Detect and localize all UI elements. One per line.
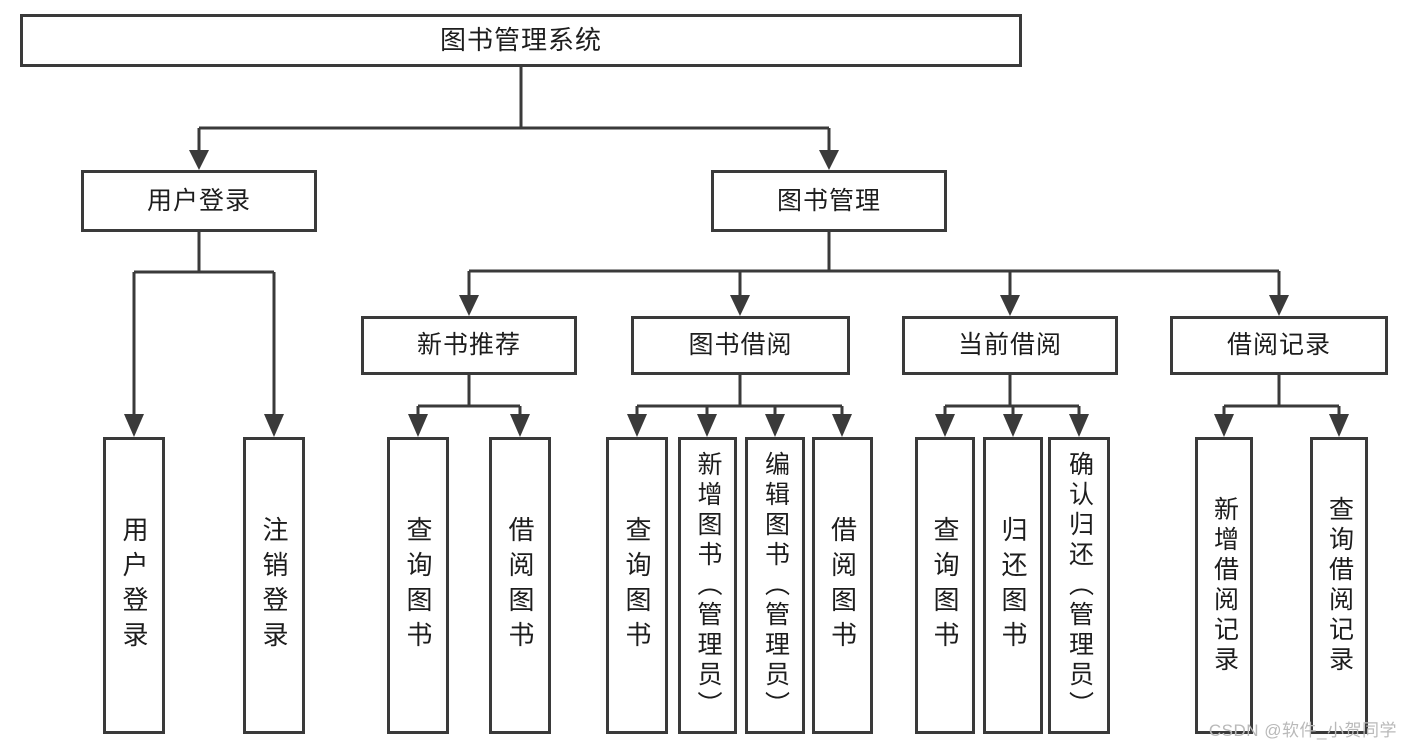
node-label: 图书借阅 <box>688 331 793 360</box>
arrow-leaf-nb-1 <box>408 414 428 437</box>
node-root-book-management-system[interactable]: 图书管理系统 <box>20 14 1022 67</box>
arrow-current-borrow <box>1000 295 1020 316</box>
arrow-leaf-cb-2 <box>1003 414 1023 437</box>
node-label: 用户登录 <box>119 515 149 656</box>
node-label: 注销登录 <box>259 515 289 656</box>
node-label: 用户登录 <box>146 186 251 215</box>
node-label: 新增借阅记录 <box>1210 495 1239 676</box>
arrow-leaf-cb-1 <box>935 414 955 437</box>
node-user-login[interactable]: 用户登录 <box>81 170 317 232</box>
node-label: 当前借阅 <box>957 331 1062 360</box>
node-label: 借阅图书 <box>505 515 535 656</box>
arrow-leaf-nb-2 <box>510 414 530 437</box>
node-label: 编辑图书（管理员） <box>761 450 790 721</box>
leaf-borrow-record-add[interactable]: 新增借阅记录 <box>1195 437 1253 734</box>
arrow-leaf-user-login-1 <box>124 414 144 437</box>
arrow-leaf-user-login-2 <box>264 414 284 437</box>
leaf-new-book-query[interactable]: 查询图书 <box>387 437 449 734</box>
node-label: 借阅记录 <box>1226 331 1331 360</box>
leaf-user-login-signin[interactable]: 用户登录 <box>103 437 165 734</box>
leaf-book-borrow-add-admin[interactable]: 新增图书（管理员） <box>678 437 737 734</box>
leaf-current-borrow-confirm-admin[interactable]: 确认归还（管理员） <box>1048 437 1110 734</box>
arrow-leaf-bb-2 <box>697 414 717 437</box>
leaf-current-borrow-return[interactable]: 归还图书 <box>983 437 1043 734</box>
leaf-current-borrow-query[interactable]: 查询图书 <box>915 437 975 734</box>
arrow-leaf-br-1 <box>1214 414 1234 437</box>
csdn-watermark: CSDN @软件_小贺同学 <box>1208 721 1397 740</box>
node-label: 新增图书（管理员） <box>694 450 722 721</box>
node-new-book-recommendation[interactable]: 新书推荐 <box>361 316 577 375</box>
node-label: 借阅图书 <box>827 515 858 656</box>
leaf-book-borrow-query[interactable]: 查询图书 <box>606 437 668 734</box>
arrow-leaf-bb-1 <box>627 414 647 437</box>
arrow-user-login <box>189 150 209 170</box>
node-label: 确认归还（管理员） <box>1065 450 1094 721</box>
node-borrowing-record[interactable]: 借阅记录 <box>1170 316 1388 375</box>
arrow-leaf-bb-4 <box>832 414 852 437</box>
node-label: 图书管理系统 <box>439 24 602 55</box>
node-label: 归还图书 <box>998 515 1028 656</box>
arrow-borrow-record <box>1269 295 1289 316</box>
leaf-book-borrow-edit-admin[interactable]: 编辑图书（管理员） <box>745 437 805 734</box>
leaf-new-book-borrow[interactable]: 借阅图书 <box>489 437 551 734</box>
arrow-leaf-br-2 <box>1329 414 1349 437</box>
arrow-book-borrow <box>730 295 750 316</box>
node-label: 查询图书 <box>403 515 433 656</box>
node-book-borrowing[interactable]: 图书借阅 <box>631 316 850 375</box>
node-label: 查询借阅记录 <box>1325 495 1354 676</box>
arrow-leaf-bb-3 <box>765 414 785 437</box>
arrow-book-mgmt <box>819 150 839 170</box>
leaf-user-login-signout[interactable]: 注销登录 <box>243 437 305 734</box>
node-label: 查询图书 <box>622 515 652 656</box>
arrow-leaf-cb-3 <box>1069 414 1089 437</box>
leaf-book-borrow-borrow[interactable]: 借阅图书 <box>812 437 873 734</box>
node-label: 图书管理 <box>776 186 881 215</box>
node-label: 查询图书 <box>930 515 960 656</box>
node-current-borrowing[interactable]: 当前借阅 <box>902 316 1118 375</box>
node-book-management[interactable]: 图书管理 <box>711 170 947 232</box>
leaf-borrow-record-query[interactable]: 查询借阅记录 <box>1310 437 1368 734</box>
arrow-new-book <box>459 295 479 316</box>
node-label: 新书推荐 <box>416 331 521 360</box>
